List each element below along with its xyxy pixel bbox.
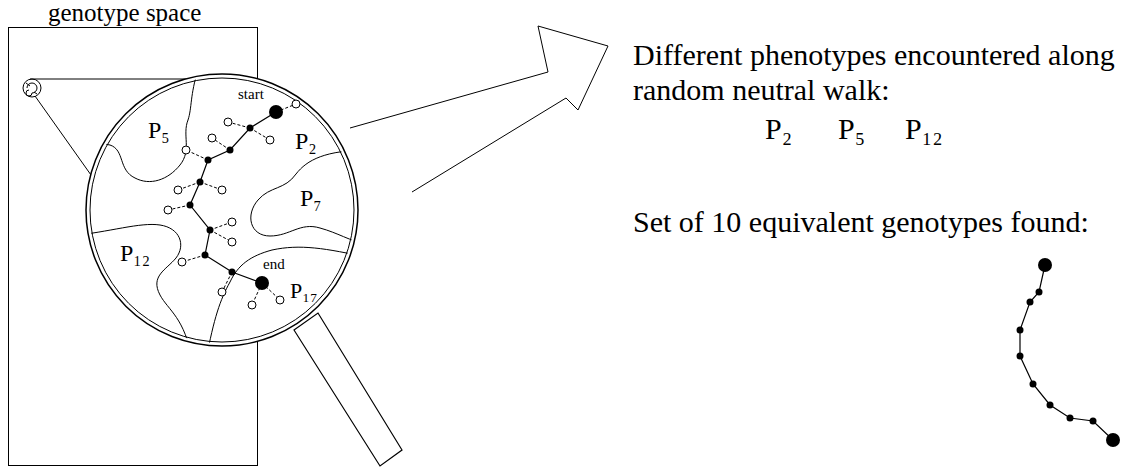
phenotype-label: P₁₂: [120, 240, 150, 268]
walk-end-genotype: [255, 276, 269, 290]
neighbour-genotype: [174, 186, 182, 194]
neighbour-genotype: [292, 100, 300, 108]
genotype-chain: [1020, 265, 1113, 440]
chain-genotype: [1030, 381, 1037, 388]
walk-genotype: [229, 269, 236, 276]
walk-genotype: [187, 202, 194, 209]
neighbour-genotype: [218, 288, 226, 296]
phenotype-list-item: P₁₂: [905, 112, 943, 147]
chain-genotype: [1017, 353, 1024, 360]
chain-genotype: [1027, 299, 1034, 306]
magnifier-lens-rim: [90, 78, 354, 342]
neighbour-genotype: [178, 258, 186, 266]
walk-genotype: [207, 227, 214, 234]
chain-genotypes: [1017, 258, 1121, 447]
region-boundaries: [70, 70, 370, 360]
phenotype-list-item: P₅: [838, 112, 865, 147]
neighbour-genotype: [218, 186, 226, 194]
neighbour-genotype: [208, 134, 216, 142]
walk-start-genotype: [269, 105, 283, 119]
neighbour-genotype: [164, 206, 172, 214]
phenotype-label: P₁₇: [290, 278, 318, 303]
walk-genotype: [202, 252, 209, 259]
walk-genotype: [205, 157, 212, 164]
neighbour-genotype: [276, 296, 284, 304]
walk-genotype: [227, 147, 234, 154]
chain-genotype: [1090, 418, 1097, 425]
neighbour-genotype: [228, 238, 236, 246]
chain-end-genotype: [1106, 433, 1120, 447]
neighbour-genotype: [248, 301, 256, 309]
description-text: Different phenotypes encountered along r…: [633, 38, 1138, 107]
walk-start-label: start: [238, 86, 264, 103]
zoom-line: [35, 96, 91, 175]
magnifier-handle: [294, 313, 402, 466]
phenotype-list-item: P₂: [765, 112, 792, 147]
region-boundary: [70, 70, 198, 182]
chain-genotype: [1017, 327, 1024, 334]
region-boundary: [251, 150, 370, 246]
chain-genotype: [1067, 415, 1074, 422]
neighbour-genotype: [266, 136, 274, 144]
magnifier-lens: [86, 74, 358, 346]
neighbour-links: [164, 100, 300, 309]
box-heading: genotype space: [48, 0, 201, 25]
neighbour-genotype: [228, 218, 236, 226]
neighbour-genotype: [224, 118, 232, 126]
walk-end-label: end: [263, 256, 285, 273]
walk-genotype: [247, 125, 254, 132]
phenotype-label: P₅: [148, 117, 170, 145]
zoom-spot-texture: [26, 83, 37, 96]
region-boundary: [206, 247, 370, 360]
chain-genotype: [1036, 289, 1043, 296]
zoom-line: [30, 79, 187, 80]
neighbour-genotype: [182, 146, 190, 154]
region-boundary: [70, 224, 192, 360]
chain-genotype: [1047, 402, 1054, 409]
chain-start-genotype: [1038, 258, 1052, 272]
zoom-spot: [23, 79, 41, 97]
phenotype-label: P₇: [300, 185, 322, 213]
zoom-arrow: [350, 26, 608, 192]
walk-genotype: [197, 179, 204, 186]
phenotype-label: P₂: [295, 128, 317, 156]
description-text: Set of 10 equivalent genotypes found:: [633, 205, 1138, 240]
